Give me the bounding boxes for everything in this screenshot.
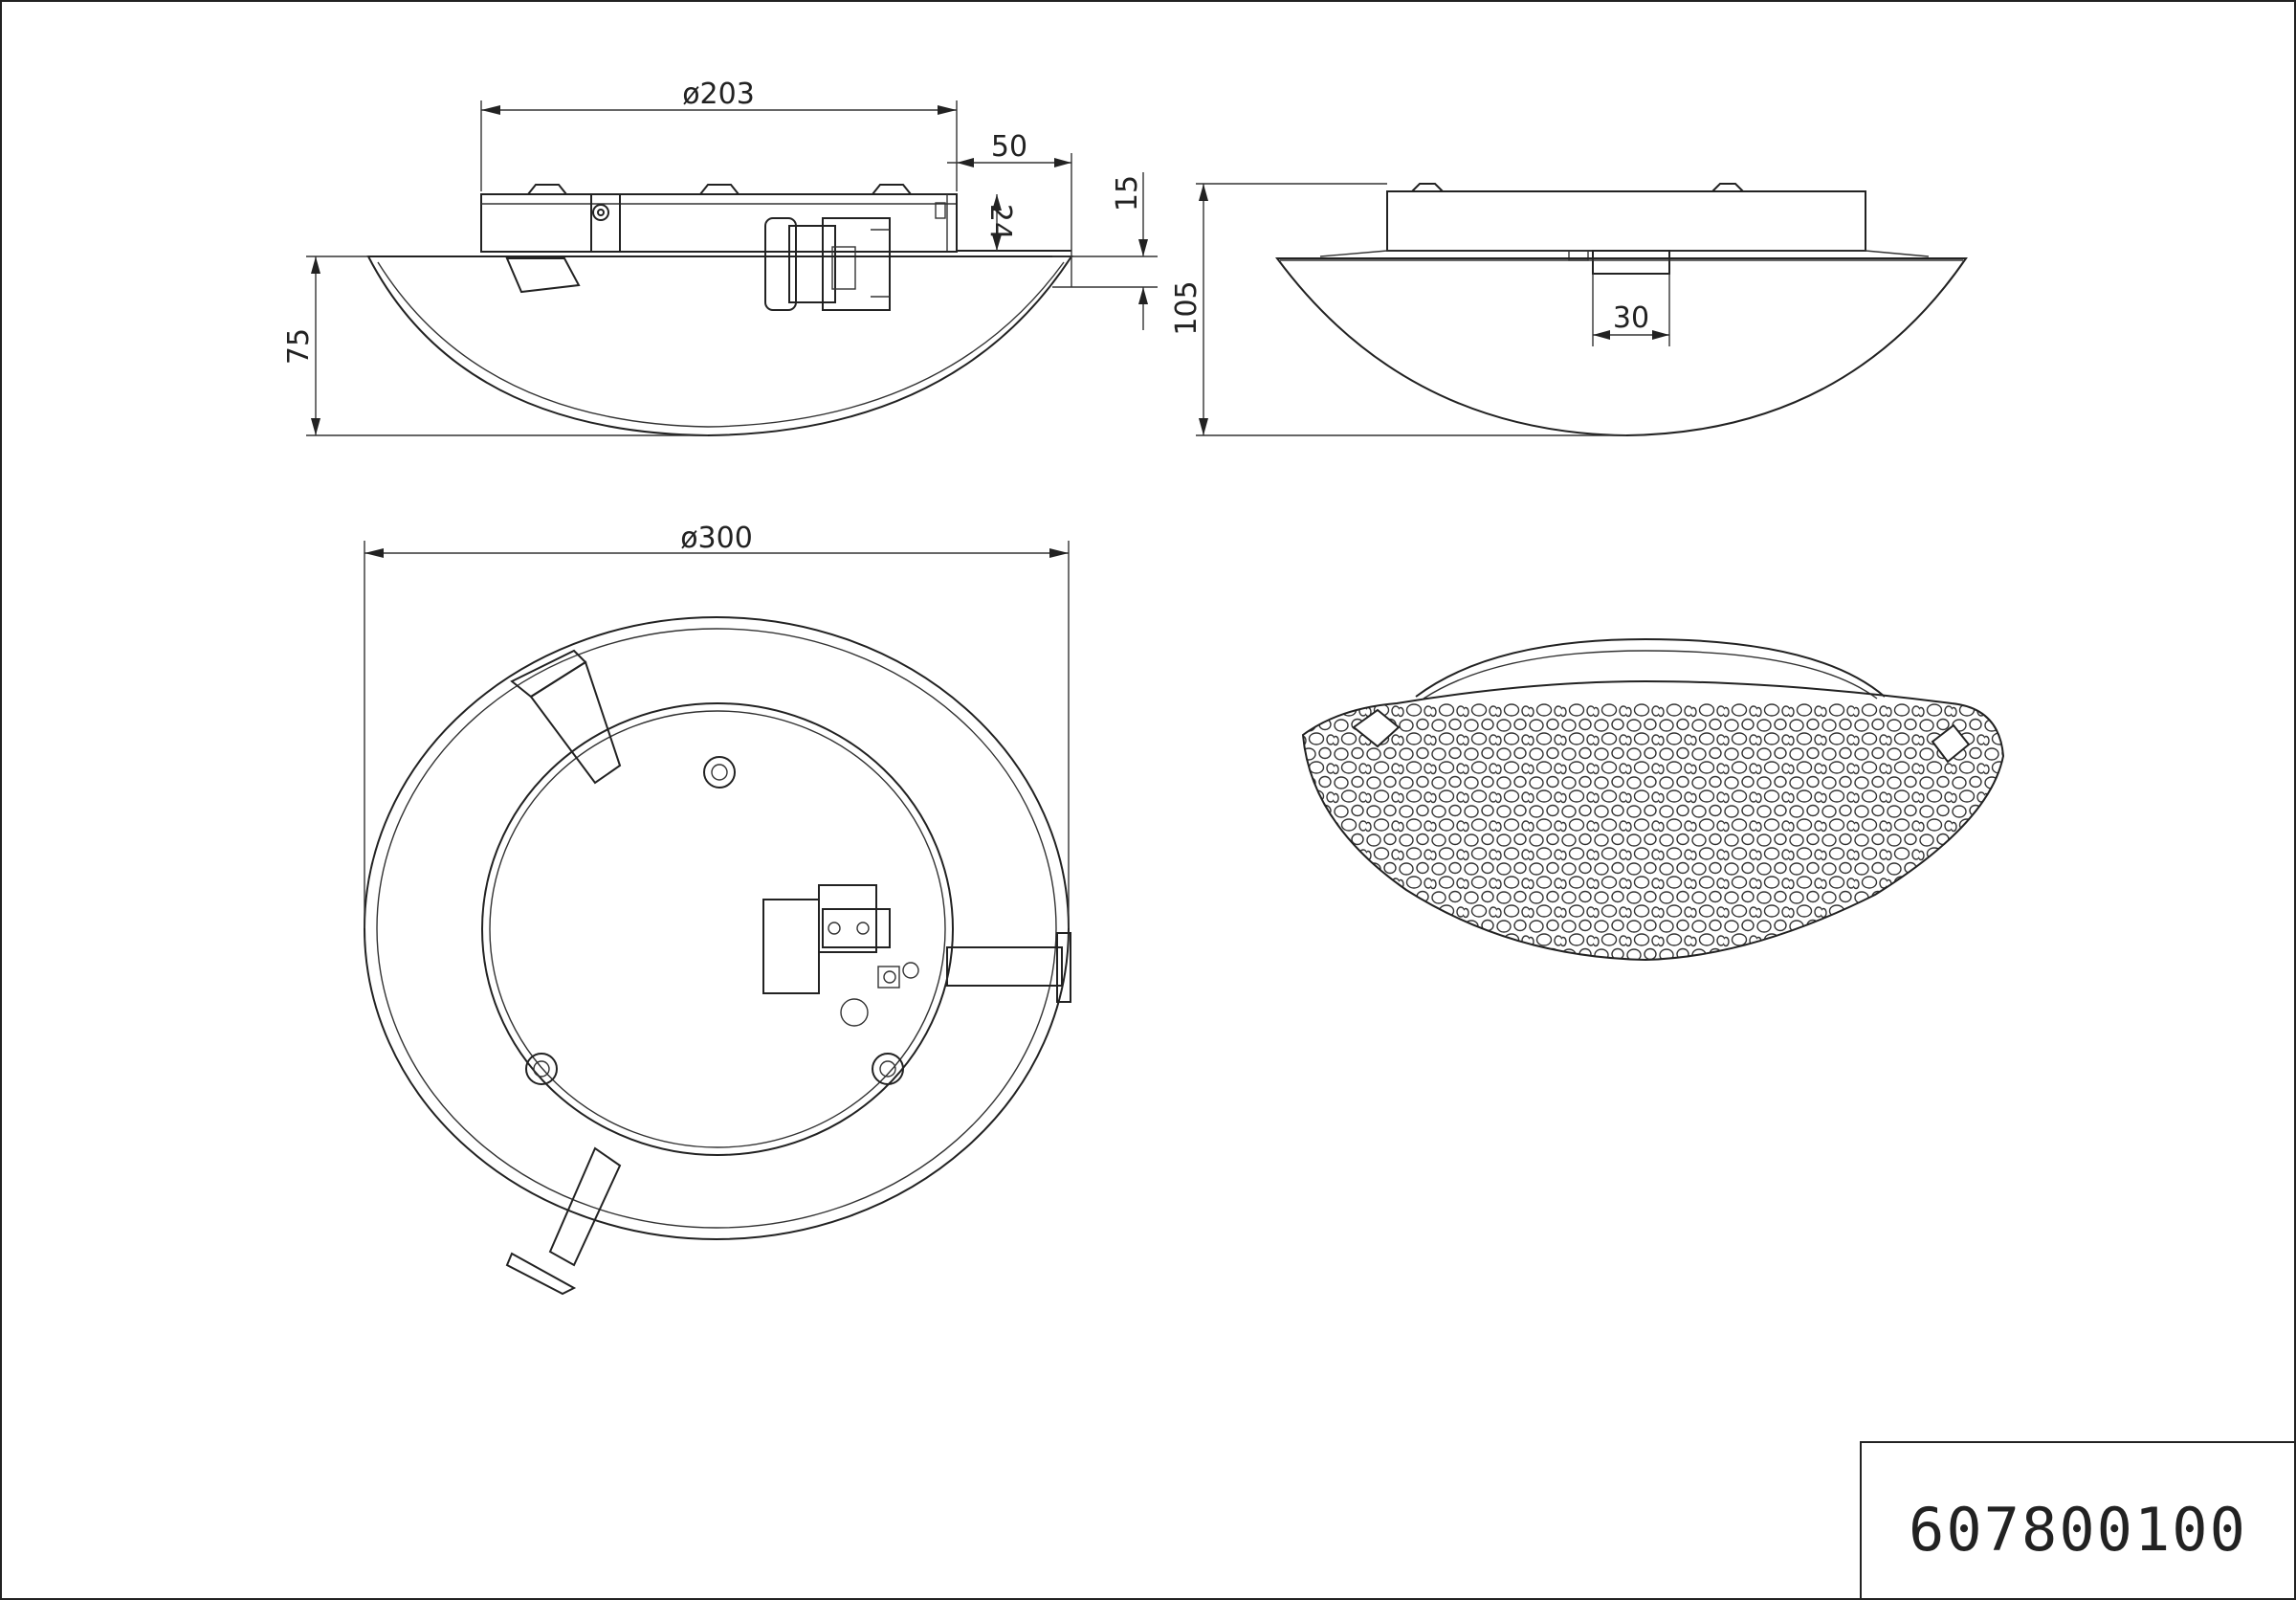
side-section-view: ø203 50 24 15 75	[282, 78, 1158, 437]
canopy-elevation	[1386, 190, 1866, 252]
title-block: 607800100	[1860, 1441, 2296, 1600]
plate-screw	[872, 1053, 904, 1085]
shade-perspective	[1301, 679, 2005, 962]
dim-shade-height: 75	[282, 328, 316, 365]
dim-total-height: 105	[1170, 280, 1203, 335]
canopy	[480, 193, 958, 253]
dim-bracket-offset: 50	[991, 130, 1027, 164]
shade-clip	[505, 1146, 622, 1296]
shade-clip	[946, 932, 1071, 1003]
shade-bowl-side	[366, 256, 1073, 437]
plan-view: ø300	[364, 522, 1071, 1296]
canopy-plate	[481, 702, 954, 1156]
plate-screw	[525, 1053, 558, 1085]
part-number: 607800100	[1909, 1495, 2247, 1565]
side-elevation-view: 105 30	[1170, 183, 1968, 437]
lamp-holder	[764, 217, 891, 311]
mount-bracket	[590, 193, 621, 253]
perspective-view	[1301, 637, 2005, 962]
lamp-holder-plan	[762, 884, 919, 994]
plate-screw	[703, 756, 736, 789]
dim-side-diameter: ø203	[682, 78, 755, 111]
dim-canopy-gap: 15	[1111, 175, 1144, 211]
shade-bowl-elevation	[1275, 257, 1968, 437]
dim-knob-width: 30	[1613, 301, 1649, 335]
dim-bracket-height: 24	[983, 204, 1017, 240]
shade-clip	[510, 649, 622, 785]
dim-shade-diameter: ø300	[680, 522, 753, 555]
